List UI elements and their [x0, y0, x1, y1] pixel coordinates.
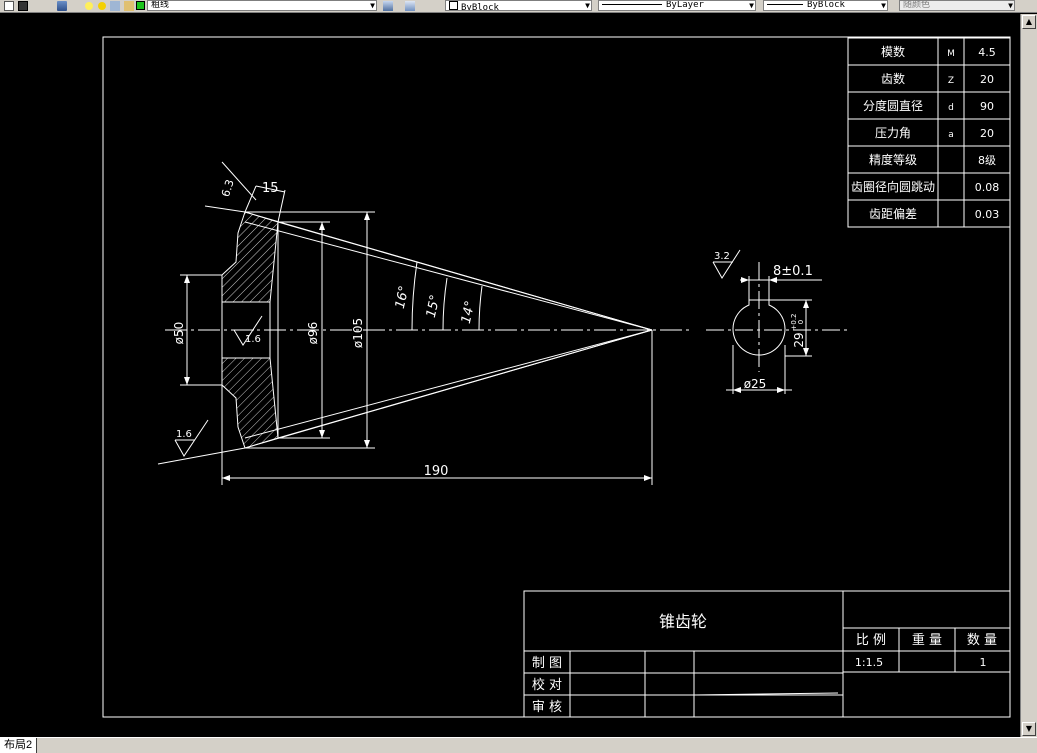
param-name: 精度等级	[869, 152, 917, 167]
chevron-down-icon: ▼	[370, 1, 375, 10]
lineweight-dropdown[interactable]: ByBlock ▼	[763, 0, 888, 11]
param-name: 模数	[881, 44, 905, 59]
part-name: 锥齿轮	[659, 612, 707, 631]
param-symbol: M	[947, 49, 955, 59]
param-value: 90	[980, 100, 994, 113]
shaft-dia-label: ø25	[744, 377, 767, 391]
lineweight-preview	[767, 4, 803, 5]
angle-15-label: 15°	[424, 293, 443, 319]
param-value: 8级	[978, 154, 996, 167]
drawing-canvas[interactable]: 6.3 15 ø50 ø96 ø105 1.6 1.6 16° 15° 14° …	[0, 14, 1020, 737]
plotstyle-value: 随颜色	[903, 0, 931, 10]
linetype-dropdown[interactable]: ByLayer ▼	[598, 0, 756, 11]
layer-lock-icon[interactable]	[124, 1, 134, 11]
gear-main-view	[157, 161, 653, 465]
chevron-down-icon: ▼	[749, 1, 754, 10]
color-value: ByBlock	[461, 3, 499, 11]
layer-dropdown[interactable]: 粗线 ▼	[147, 0, 377, 11]
key-depth-lower-tol: 0	[797, 320, 805, 324]
parameter-table-grid	[847, 37, 1011, 228]
param-symbol: Z	[948, 76, 954, 86]
layout-tab-bar: 布局2	[0, 737, 1037, 753]
drawn-by-label: 制 图	[532, 656, 562, 671]
approved-by-label: 审 核	[532, 700, 562, 715]
roughness-bore-label: 1.6	[245, 334, 261, 345]
key-depth-label: 29	[792, 332, 806, 347]
param-name: 压力角	[875, 126, 911, 140]
main-dimension-arrows	[184, 212, 652, 481]
dim-dia50-label: ø50	[172, 322, 186, 345]
title-block-grid	[523, 590, 1011, 718]
param-name: 齿数	[881, 71, 905, 86]
quantity-label: 数 量	[967, 633, 997, 648]
param-name: 分度圆直径	[863, 98, 923, 113]
param-symbol: d	[948, 103, 954, 113]
quantity-value: 1	[980, 656, 987, 669]
keyway-dimension-arrows	[733, 277, 809, 393]
angle-16-label: 16°	[393, 284, 412, 310]
layer-manager-icon[interactable]	[57, 1, 67, 11]
tab-layout2[interactable]: 布局2	[0, 738, 38, 753]
properties-toolbar: 粗线 ▼ ByBlock ▼ ByLayer ▼ ByBlock ▼ 随颜色 ▼	[0, 0, 1037, 13]
pitch-cone-lower	[244, 329, 653, 439]
layer-previous-icon[interactable]	[405, 1, 415, 11]
chevron-down-icon: ▼	[1008, 1, 1013, 10]
dim-dia105-label: ø105	[351, 318, 365, 348]
root-cone-upper	[277, 221, 653, 331]
angle-14-label: 14°	[459, 299, 478, 325]
upper-section-hatch	[221, 211, 279, 303]
keyway-section-view	[706, 249, 848, 394]
linetype-value: ByLayer	[666, 0, 704, 10]
lineweight-value: ByBlock	[807, 0, 845, 10]
toolbar-window-icon[interactable]	[4, 1, 14, 11]
root-cone-lower	[277, 329, 653, 439]
main-dimension-lines	[174, 185, 653, 485]
roughness-3-2-label: 3.2	[714, 251, 730, 262]
scale-label: 比 例	[856, 633, 886, 648]
layer-name: 粗线	[151, 0, 170, 10]
dim-15-label: 15	[262, 181, 279, 196]
roughness-bottom-label: 1.6	[176, 429, 192, 440]
param-name: 齿距偏差	[869, 206, 917, 221]
lower-section-hatch	[221, 357, 279, 449]
weight-label: 重 量	[912, 632, 942, 648]
scroll-up-button[interactable]: ▲	[1022, 15, 1036, 29]
color-swatch-icon	[449, 1, 458, 10]
layer-on-bulb-icon[interactable]	[85, 2, 93, 10]
toolbar-save-icon[interactable]	[18, 1, 28, 11]
param-value: 0.08	[975, 181, 1000, 194]
param-value: 0.03	[975, 208, 1000, 221]
pitch-cone-upper	[244, 221, 653, 331]
plotstyle-dropdown[interactable]: 随颜色 ▼	[899, 0, 1015, 11]
param-name: 齿圈径向圆跳动	[851, 179, 935, 194]
dim-dia96-label: ø96	[306, 322, 320, 345]
layer-color-swatch[interactable]	[136, 1, 145, 10]
key-depth-upper-tol: +0.2	[790, 314, 798, 331]
layout-tab-label: 布局2	[4, 739, 33, 751]
key-width-label: 8±0.1	[773, 264, 813, 279]
chevron-down-icon: ▼	[881, 1, 886, 10]
layer-thaw-sun-icon[interactable]	[98, 2, 106, 10]
scroll-down-button[interactable]: ▼	[1022, 722, 1036, 736]
keyway-profile	[732, 299, 786, 356]
param-value: 20	[980, 73, 994, 86]
layer-viewport-icon[interactable]	[110, 1, 120, 11]
scale-value: 1:1.5	[855, 656, 883, 669]
color-dropdown[interactable]: ByBlock ▼	[445, 0, 592, 11]
roughness-6-3-label: 6.3	[219, 178, 237, 199]
make-current-layer-icon[interactable]	[383, 1, 393, 11]
vertical-scrollbar[interactable]: ▲ ▼	[1020, 14, 1037, 737]
param-value: 20	[980, 127, 994, 140]
dim-190-label: 190	[424, 464, 449, 479]
param-symbol: a	[948, 130, 954, 140]
checked-by-label: 校 对	[532, 677, 562, 693]
chevron-down-icon: ▼	[585, 1, 590, 10]
linetype-preview	[602, 4, 662, 5]
param-value: 4.5	[978, 46, 996, 59]
